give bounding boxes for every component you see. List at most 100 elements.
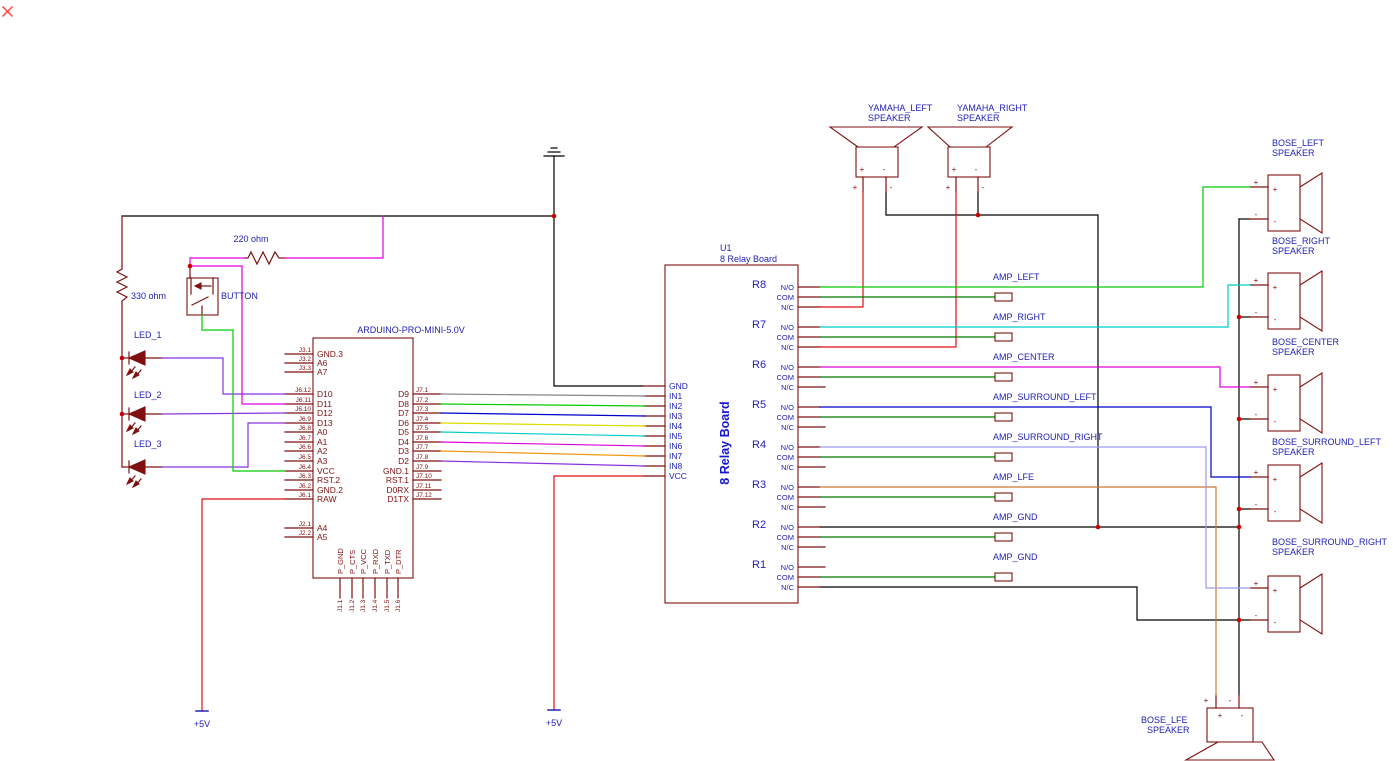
label: 330 ohm (131, 291, 166, 301)
label: - (1241, 711, 1244, 720)
label: LED_1 (134, 330, 162, 340)
label: R6 (752, 359, 766, 371)
label: + (952, 165, 957, 174)
label: IN4 (669, 421, 683, 431)
bose-lfe-cone (1183, 741, 1276, 761)
label: N/O (781, 403, 795, 412)
label: A4 (317, 523, 328, 533)
bose-surround-right-cone (1299, 572, 1323, 636)
label: R1 (752, 559, 766, 571)
label: A6 (317, 358, 328, 368)
bose-left-cone (1299, 171, 1323, 235)
amp-gnd2-wire (819, 586, 1240, 621)
label: J6.8 (299, 425, 312, 432)
label: - (975, 165, 978, 174)
label: - (1274, 315, 1277, 324)
junction-dot (1236, 416, 1242, 422)
label: J3.2 (299, 356, 312, 363)
label: COM (777, 293, 795, 302)
label: + (860, 165, 865, 174)
junction-dot (119, 411, 125, 417)
label: AMP_GND (993, 512, 1038, 522)
led2-wire (161, 412, 286, 415)
label: BOSE_SURROUND_LEFT (1272, 437, 1382, 447)
in8-wire (440, 460, 646, 467)
label: N/C (781, 583, 795, 592)
label: + (1273, 586, 1278, 595)
in5-wire (440, 431, 646, 437)
label: J7.4 (416, 416, 429, 423)
led2-ray (128, 422, 136, 431)
label: N/O (781, 363, 795, 372)
label: J7.9 (416, 464, 429, 471)
label: RST.2 (317, 475, 340, 485)
label: N/O (781, 443, 795, 452)
label: J7.12 (416, 492, 432, 499)
terminal (994, 292, 1013, 302)
label: + (1204, 696, 1209, 705)
led2-ray (134, 425, 142, 434)
label: D9 (398, 389, 409, 399)
label: J1.6 (395, 599, 402, 612)
label: SPEAKER (957, 113, 1000, 123)
label: A7 (317, 367, 328, 377)
button-net-wire (189, 257, 286, 405)
label: - (1255, 410, 1258, 419)
label: N/C (781, 423, 795, 432)
label: AMP_GND (993, 552, 1038, 562)
label: R4 (752, 439, 766, 451)
relay-board-box (664, 264, 799, 604)
5v-wire-left (201, 498, 286, 712)
label: COM (777, 373, 795, 382)
label: + (1254, 468, 1259, 477)
error-x-mark (1, 5, 14, 18)
label: D12 (317, 408, 333, 418)
label: + (1218, 711, 1223, 720)
bose-surround-left-box (1267, 464, 1301, 522)
label: N/C (781, 343, 795, 352)
label: BOSE_CENTER (1272, 337, 1340, 347)
label: LED_3 (134, 439, 162, 449)
label: J3.3 (299, 365, 312, 372)
label: J7.6 (416, 435, 429, 442)
label: - (1274, 417, 1277, 426)
yamaha-right-cone (926, 126, 1014, 148)
label: D4 (398, 437, 409, 447)
button-vcc-wire (201, 314, 286, 472)
label: A1 (317, 437, 328, 447)
label: D2 (398, 456, 409, 466)
label: J7.11 (416, 483, 432, 490)
in6-wire (440, 441, 646, 447)
label: R3 (752, 479, 766, 491)
label: RST.1 (386, 475, 409, 485)
label: SPEAKER (1272, 246, 1315, 256)
label: SPEAKER (1272, 447, 1315, 457)
yamaha-right-box (947, 146, 991, 178)
label: + (1273, 385, 1278, 394)
led-triangle (127, 459, 146, 475)
label: YAMAHA_LEFT (868, 103, 933, 113)
label: ARDUINO-PRO-MINI-5.0V (357, 325, 465, 335)
label: N/C (781, 383, 795, 392)
label: COM (777, 533, 795, 542)
label: - (1255, 611, 1258, 620)
button-lever (191, 296, 209, 306)
yamaha-left-pos (819, 191, 864, 308)
label: +5V (546, 718, 562, 728)
label: SPEAKER (1272, 347, 1315, 357)
label: BOSE_LFE (1141, 715, 1188, 725)
label: D5 (398, 427, 409, 437)
label: SPEAKER (1272, 148, 1315, 158)
label: D11 (317, 399, 332, 409)
label: IN1 (669, 391, 683, 401)
label: - (883, 165, 886, 174)
label: D6 (398, 418, 409, 428)
label: P_TXD (383, 549, 392, 574)
bose-surround-right-box (1267, 575, 1301, 633)
label: COM (777, 453, 795, 462)
label: N/C (781, 503, 795, 512)
in3-wire (440, 412, 646, 417)
bose-surround-left-cone (1299, 461, 1323, 525)
label: P_CTS (348, 550, 357, 574)
label: SPEAKER (1147, 725, 1190, 735)
